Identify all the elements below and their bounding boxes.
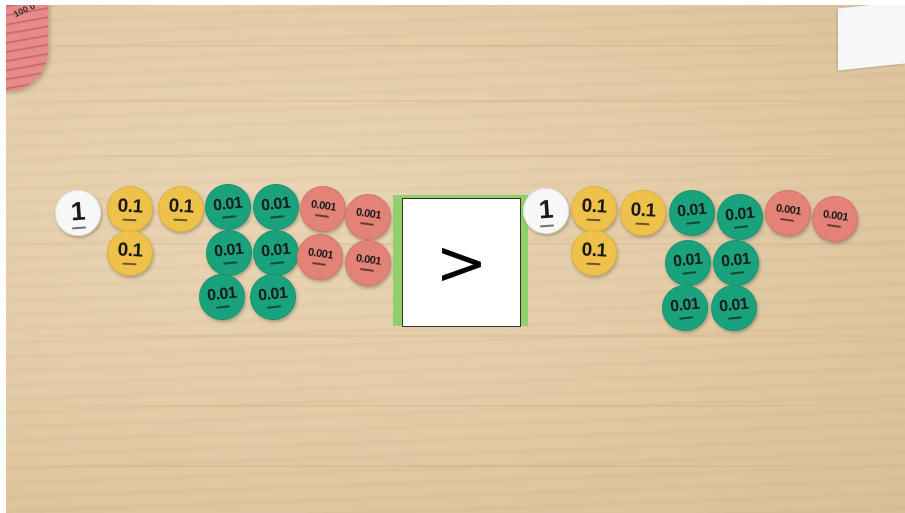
disc-marking — [222, 260, 238, 265]
disc-value: 0.1 — [117, 195, 144, 218]
disc-marking — [678, 315, 694, 320]
disc-marking — [685, 220, 701, 225]
disc-value: 0.001 — [775, 202, 802, 218]
disc-marking — [71, 225, 87, 229]
disc-marking — [539, 223, 555, 227]
disc-value: 0.01 — [724, 204, 756, 224]
wood-grain — [6, 335, 905, 337]
disc-value: 0.001 — [307, 246, 334, 262]
disc-value: 0.01 — [260, 240, 292, 260]
disc-value: 0.1 — [117, 239, 144, 262]
disc-marking — [122, 262, 137, 266]
disc-marking — [269, 214, 285, 219]
disc-value: 0.01 — [720, 250, 752, 270]
disc-marking — [681, 270, 697, 275]
disc-value: 0.001 — [310, 198, 337, 214]
disc-marking — [586, 262, 601, 266]
disc-value: 0.1 — [581, 239, 608, 262]
disc-value: 0.01 — [257, 284, 289, 304]
disc-marking — [826, 223, 842, 228]
disc-value: 0.001 — [822, 208, 849, 224]
disc-value: 0.01 — [672, 250, 704, 270]
disc-marking — [359, 221, 375, 226]
disc-value: 0.01 — [260, 194, 292, 214]
disc-marking — [122, 218, 137, 222]
disc-value: 0.01 — [213, 240, 245, 260]
disc-marking — [266, 304, 282, 309]
disc-marking — [173, 218, 188, 222]
disc-marking — [221, 214, 237, 219]
disc-marking — [215, 304, 231, 309]
comparison-symbol: > — [435, 225, 488, 299]
disc-value: 0.1 — [630, 199, 657, 222]
disc-value: 1 — [69, 195, 86, 226]
disc-marking — [586, 218, 601, 222]
disc-value: 0.01 — [718, 295, 750, 315]
disc-value: 0.001 — [355, 206, 382, 222]
disc-value: 0.01 — [676, 200, 708, 220]
disc-pile: 100 0 — [6, 5, 48, 91]
wood-grain — [6, 155, 905, 157]
disc-value: 1 — [537, 193, 554, 224]
disc-marking — [727, 315, 743, 320]
disc-marking — [314, 213, 330, 218]
wood-grain — [6, 100, 905, 102]
wood-grain — [6, 45, 905, 47]
disc-marking — [635, 222, 650, 226]
disc-marking — [311, 261, 327, 266]
disc-marking — [359, 267, 375, 272]
disc-marking — [779, 217, 795, 222]
disc-value: 0.01 — [669, 295, 701, 315]
disc-value: 0.01 — [212, 194, 244, 214]
disc-marking — [733, 224, 749, 229]
disc-value: 0.01 — [206, 284, 238, 304]
comparison-card: > — [402, 198, 521, 327]
disc-value: 0.1 — [168, 195, 195, 218]
disc-marking — [269, 260, 285, 265]
pile-label: 100 0 — [11, 5, 37, 20]
paper-sheet — [838, 5, 905, 71]
wood-grain — [6, 465, 905, 467]
disc-value: 0.001 — [355, 252, 382, 268]
wood-grain — [6, 405, 905, 407]
disc-marking — [729, 270, 745, 275]
disc-value: 0.1 — [581, 195, 608, 218]
